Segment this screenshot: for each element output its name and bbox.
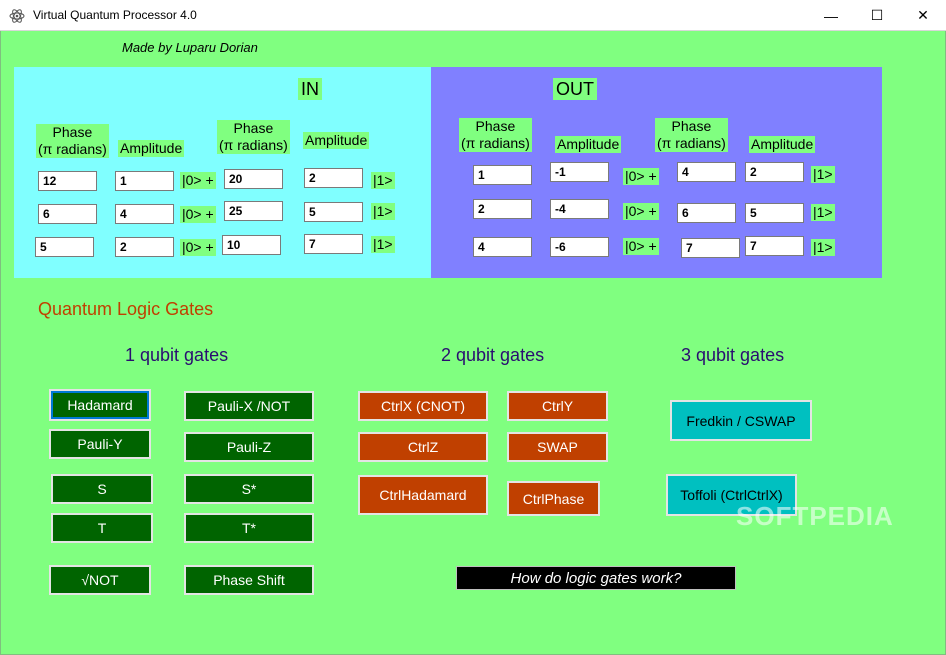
- in-q0-ket1: |1>: [371, 172, 395, 189]
- out-q2-amp1-field[interactable]: [745, 236, 804, 256]
- out-q1-amp1-field[interactable]: [745, 203, 804, 223]
- phase-shift-gate-button[interactable]: Phase Shift: [184, 565, 314, 595]
- ctrlz-gate-button[interactable]: CtrlZ: [358, 432, 488, 462]
- out-q2-amp0-field[interactable]: [550, 237, 609, 257]
- sqrt-not-gate-button[interactable]: √NOT: [49, 565, 151, 595]
- in-q0-ket0: |0> +: [180, 172, 216, 189]
- out-phase1-header: Phase (π radians): [655, 118, 728, 152]
- how-gates-work-button[interactable]: How do logic gates work?: [456, 566, 736, 590]
- out-q0-ket1: |1>: [811, 166, 835, 183]
- ctrly-gate-button[interactable]: CtrlY: [507, 391, 608, 421]
- input-state-panel: IN Phase (π radians) Amplitude Phase (π …: [14, 67, 432, 278]
- one-qubit-title: 1 qubit gates: [125, 345, 229, 365]
- pauli-z-gate-button[interactable]: Pauli-Z: [184, 432, 314, 462]
- out-q1-phase0-field[interactable]: [473, 199, 532, 219]
- out-q0-amp1-field[interactable]: [745, 162, 804, 182]
- watermark: SOFTPEDIA: [736, 501, 894, 531]
- maximize-button[interactable]: ☐: [870, 7, 884, 23]
- in-amp1-header: Amplitude: [303, 132, 370, 149]
- ctrlx-gate-button[interactable]: CtrlX (CNOT): [358, 391, 488, 421]
- output-state-panel: OUT Phase (π radians) Amplitude Phase (π…: [431, 67, 882, 278]
- in-q0-phase1-field[interactable]: [224, 169, 283, 189]
- in-q1-ket0: |0> +: [180, 206, 216, 223]
- out-q2-ket1: |1>: [811, 239, 835, 256]
- gates-section-title: Quantum Logic Gates: [38, 299, 214, 319]
- in-amp0-header: Amplitude: [118, 140, 185, 157]
- out-q0-ket0: |0> +: [623, 168, 659, 185]
- main-window: Made by Luparu Dorian IN Phase (π radian…: [0, 31, 946, 655]
- in-q0-amp0-field[interactable]: [115, 171, 174, 191]
- atom-icon: [9, 9, 25, 23]
- title-bar: Virtual Quantum Processor 4.0 — ☐ ✕: [0, 0, 946, 31]
- in-q1-ket1: |1>: [371, 203, 395, 220]
- pauli-y-gate-button[interactable]: Pauli-Y: [49, 429, 151, 459]
- hadamard-gate-button[interactable]: Hadamard: [49, 389, 151, 421]
- swap-gate-button[interactable]: SWAP: [507, 432, 608, 462]
- in-q1-amp1-field[interactable]: [304, 202, 363, 222]
- s-star-gate-button[interactable]: S*: [184, 474, 314, 504]
- in-phase0-header: Phase (π radians): [36, 124, 109, 158]
- in-q2-amp1-field[interactable]: [304, 234, 363, 254]
- out-q0-phase1-field[interactable]: [677, 162, 736, 182]
- in-q2-phase1-field[interactable]: [222, 235, 281, 255]
- out-q1-phase1-field[interactable]: [677, 203, 736, 223]
- out-q0-amp0-field[interactable]: [550, 162, 609, 182]
- out-q2-phase1-field[interactable]: [681, 238, 740, 258]
- in-q2-ket0: |0> +: [180, 239, 216, 256]
- t-star-gate-button[interactable]: T*: [184, 513, 314, 543]
- three-qubit-title: 3 qubit gates: [681, 345, 785, 365]
- in-q0-amp1-field[interactable]: [304, 168, 363, 188]
- two-qubit-title: 2 qubit gates: [441, 345, 545, 365]
- minimize-button[interactable]: —: [824, 7, 838, 24]
- out-phase0-header: Phase (π radians): [459, 118, 532, 152]
- in-q2-ket1: |1>: [371, 236, 395, 253]
- close-button[interactable]: ✕: [917, 7, 929, 23]
- window-title: Virtual Quantum Processor 4.0: [33, 8, 197, 22]
- out-q1-amp0-field[interactable]: [550, 199, 609, 219]
- out-q2-phase0-field[interactable]: [473, 237, 532, 257]
- in-phase1-header: Phase (π radians): [217, 120, 290, 154]
- credit-text: Made by Luparu Dorian: [122, 40, 258, 55]
- ctrlhadamard-gate-button[interactable]: CtrlHadamard: [358, 475, 488, 515]
- in-q0-phase0-field[interactable]: [38, 171, 97, 191]
- out-q2-ket0: |0> +: [623, 238, 659, 255]
- s-gate-button[interactable]: S: [51, 474, 153, 504]
- pauli-x-gate-button[interactable]: Pauli-X /NOT: [184, 391, 314, 421]
- in-q1-phase0-field[interactable]: [38, 204, 97, 224]
- fredkin-gate-button[interactable]: Fredkin / CSWAP: [670, 400, 812, 441]
- in-q2-phase0-field[interactable]: [35, 237, 94, 257]
- out-q0-phase0-field[interactable]: [473, 165, 532, 185]
- out-q1-ket0: |0> +: [623, 203, 659, 220]
- t-gate-button[interactable]: T: [51, 513, 153, 543]
- out-amp1-header: Amplitude: [749, 136, 816, 153]
- toffoli-gate-button[interactable]: Toffoli (CtrlCtrlX): [666, 474, 797, 516]
- in-q2-amp0-field[interactable]: [115, 237, 174, 257]
- in-heading: IN: [298, 78, 322, 100]
- out-amp0-header: Amplitude: [555, 136, 622, 153]
- ctrlphase-gate-button[interactable]: CtrlPhase: [507, 481, 600, 516]
- out-heading: OUT: [553, 78, 597, 100]
- in-q1-phase1-field[interactable]: [224, 201, 283, 221]
- out-q1-ket1: |1>: [811, 204, 835, 221]
- in-q1-amp0-field[interactable]: [115, 204, 174, 224]
